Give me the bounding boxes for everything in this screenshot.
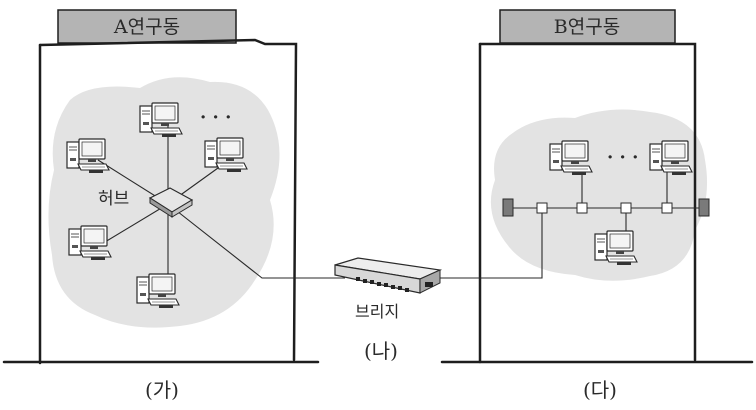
bus-tap-icon <box>661 202 673 214</box>
computers-ellipsis-b: · · · <box>607 147 638 168</box>
bus-terminators <box>502 198 710 217</box>
building-b <box>440 9 754 364</box>
desktop-computer-icon <box>136 273 180 309</box>
hub-label: 허브 <box>98 189 129 209</box>
building-a-title: A연구동 <box>113 16 180 38</box>
bridge-label: 브리지 <box>355 302 399 321</box>
bus-terminator-icon <box>698 198 710 217</box>
bus-tap-icon <box>620 202 632 214</box>
bus-tap-icon <box>536 202 548 214</box>
building-b-title: B연구동 <box>554 16 620 38</box>
bus-tap-icon <box>576 202 588 214</box>
building-a-roof <box>57 9 237 44</box>
desktop-computer-icon <box>139 102 183 138</box>
computers-ellipsis-a: · · · <box>200 107 231 128</box>
building-b-wall <box>478 42 697 362</box>
desktop-computer-icon <box>649 140 693 176</box>
bus-terminator-icon <box>502 198 514 217</box>
desktop-computer-icon <box>204 137 248 173</box>
desktop-computer-icon <box>594 230 638 266</box>
building-b-roof <box>499 9 676 44</box>
marker-da: (다) <box>583 378 617 402</box>
desktop-computer-icon <box>66 138 110 174</box>
marker-ga: (가) <box>145 378 179 402</box>
building-a <box>2 9 320 365</box>
bridge-to-bus-link <box>430 208 543 279</box>
marker-na: (나) <box>364 339 398 363</box>
desktop-computer-icon <box>68 225 112 261</box>
bridge-icon <box>334 257 443 294</box>
hub-icon <box>148 187 194 218</box>
bus-taps <box>536 202 673 214</box>
building-a-wall <box>38 38 298 362</box>
desktop-computer-icon <box>549 140 593 176</box>
